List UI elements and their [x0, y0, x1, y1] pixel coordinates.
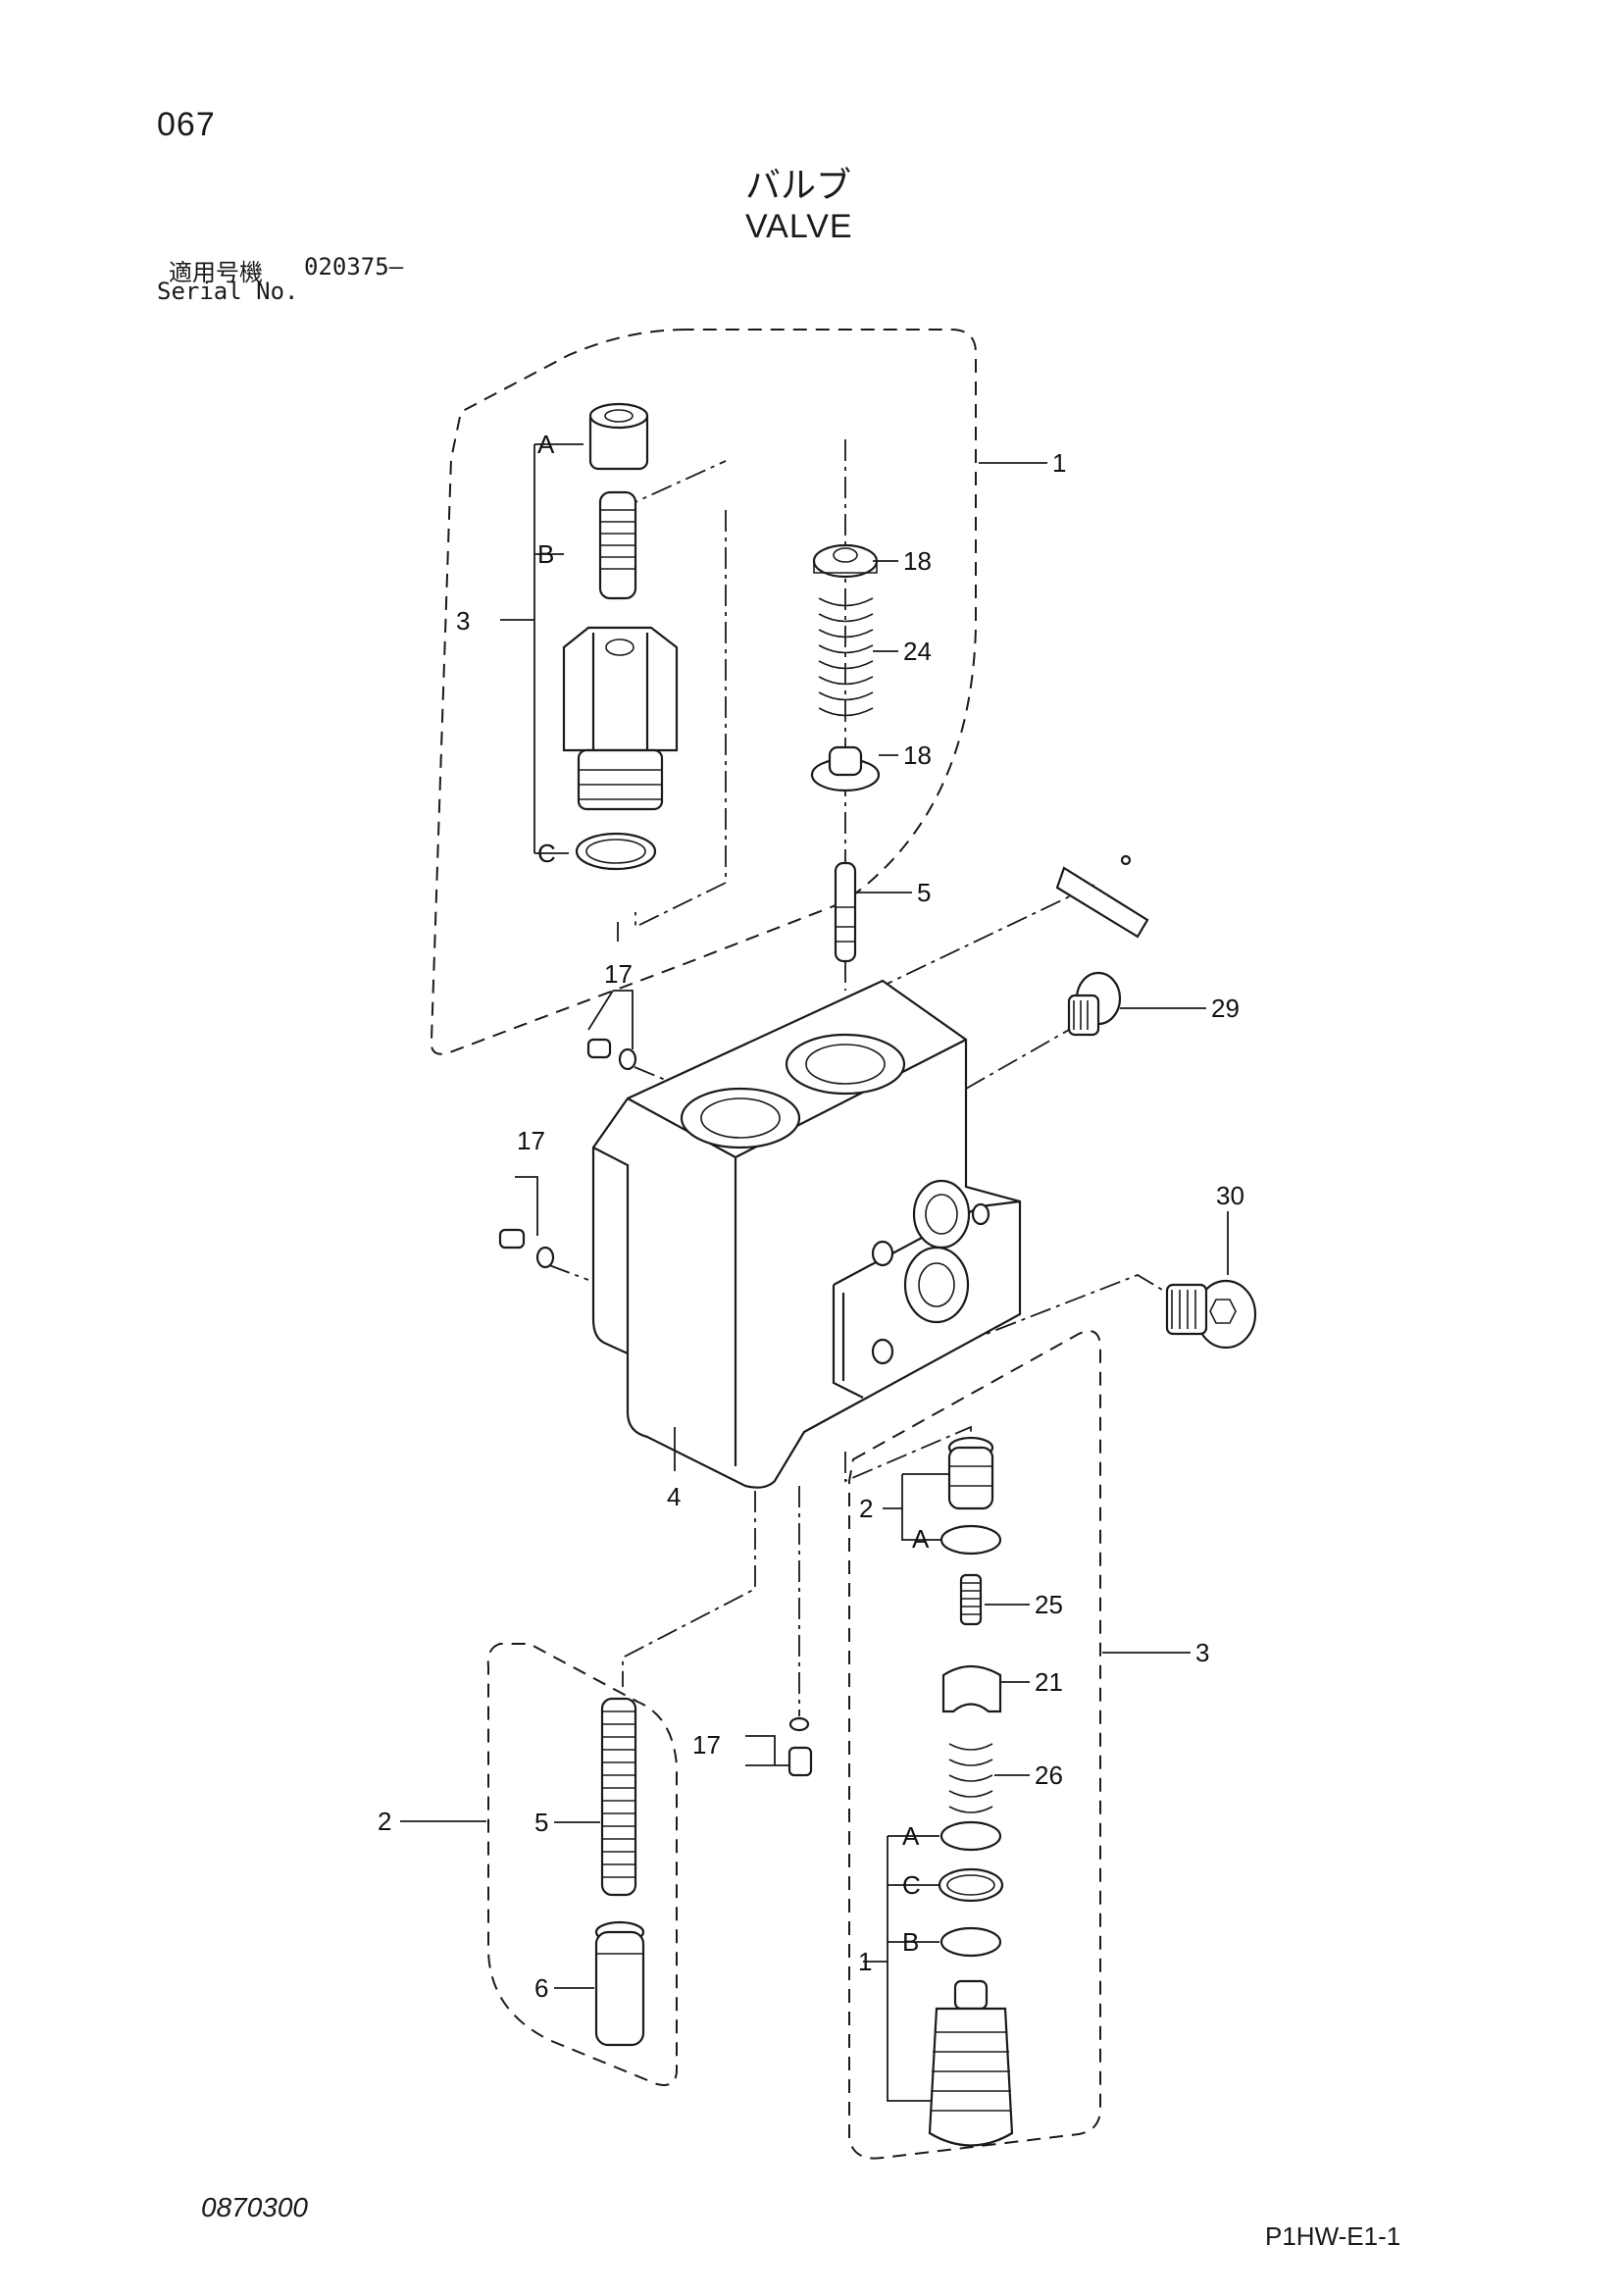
callout-30: 30 [1216, 1181, 1244, 1210]
callout-21: 21 [1035, 1667, 1063, 1697]
callout-29: 29 [1211, 994, 1240, 1023]
fitting-17-lower [745, 1716, 813, 1777]
callout-a-right-2: A [902, 1821, 920, 1851]
serial-label: Serial No. [157, 278, 299, 305]
bracket-3-upper [500, 443, 584, 854]
reference-code: P1HW-E1-1 [1265, 2221, 1401, 2251]
callout-b-right: B [902, 1927, 919, 1957]
callout-25: 25 [1035, 1590, 1063, 1619]
callout-3-left: 3 [456, 606, 470, 636]
callout-4: 4 [667, 1482, 681, 1511]
callout-6: 6 [534, 1973, 548, 2003]
page-title-japanese: バルブ [745, 166, 852, 206]
cartridge-stack-lower [928, 1436, 1014, 2147]
callout-2-right: 2 [859, 1494, 873, 1523]
callout-a-right-1: A [912, 1524, 930, 1554]
right-stack-centerline [844, 1425, 972, 1483]
plug-30-centerline [960, 1274, 1168, 1345]
plug-30 [1165, 1279, 1257, 1350]
callout-1-right: 1 [858, 1947, 872, 1976]
callout-a-top: A [537, 430, 555, 459]
upper-assembly-boundary [430, 329, 977, 1055]
spring-and-sleeve-lower [594, 1697, 645, 2047]
nameplate-rivet [1120, 854, 1132, 866]
serial-range: 020375– [304, 253, 404, 281]
nameplate-centerline [872, 882, 1099, 992]
callout-24: 24 [903, 637, 932, 666]
fitting-17-left-leader [548, 1264, 589, 1281]
callout-c-right: C [902, 1870, 921, 1900]
fitting-17-left [498, 1176, 555, 1269]
fitting-17-upper [586, 990, 637, 1071]
callout-17-lower: 17 [692, 1730, 721, 1760]
nameplate [1055, 866, 1149, 939]
document-number: 0870300 [201, 2192, 309, 2222]
callout-5-lower: 5 [534, 1808, 548, 1837]
valve-body [591, 979, 1022, 1489]
plug-29-centerline [965, 1029, 1070, 1090]
callout-18-lower: 18 [903, 740, 932, 770]
callout-3-right: 3 [1195, 1638, 1209, 1667]
callout-18-upper: 18 [903, 546, 932, 576]
callout-5-upper: 5 [917, 878, 931, 907]
lower-axis-centerline [622, 1491, 756, 1687]
callout-26: 26 [1035, 1760, 1063, 1790]
callout-2-left: 2 [378, 1807, 391, 1836]
lower-left-assembly-boundary [486, 1643, 678, 2086]
lower-right-assembly-boundary [848, 1330, 1101, 2160]
serial-label-japanese: 適用号機 [169, 259, 263, 286]
page-number: 067 [157, 106, 216, 143]
plug-29 [1067, 971, 1122, 1037]
callout-17-upper: 17 [604, 959, 633, 989]
callout-1-top: 1 [1052, 448, 1066, 478]
callout-17-left: 17 [517, 1126, 545, 1155]
page-title: VALVE [745, 208, 853, 245]
callout-c-top: C [537, 839, 556, 868]
callout-b-top: B [537, 539, 554, 569]
bracket-1-right [863, 1835, 939, 2102]
relief-valve-cartridge [562, 402, 679, 871]
bracket-2-right [883, 1473, 949, 1541]
upper-right-centerline [634, 510, 727, 929]
